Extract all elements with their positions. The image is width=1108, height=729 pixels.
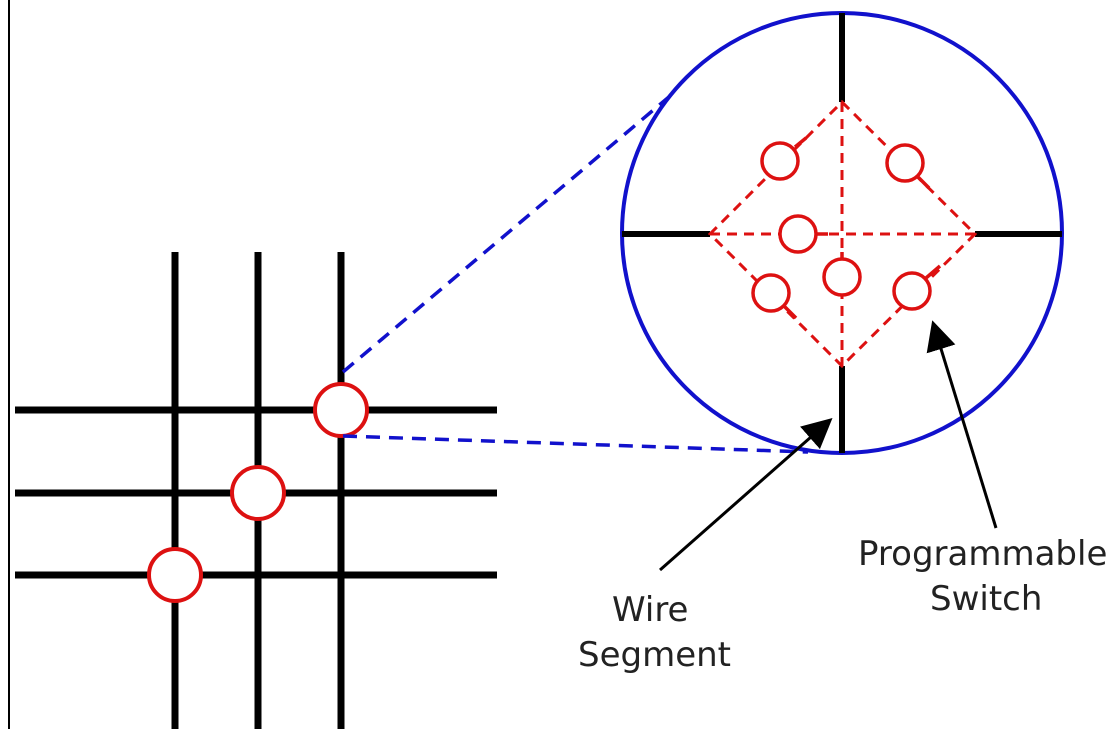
zoom-wire-stubs bbox=[622, 13, 1062, 453]
wire-segment-label-line2: Segment bbox=[578, 635, 731, 675]
grid-switch-blocks bbox=[147, 382, 369, 603]
switch-block-middle bbox=[230, 465, 286, 521]
zoom-line-upper bbox=[341, 83, 685, 374]
switch-lower-left bbox=[751, 273, 798, 320]
switch-upper-right bbox=[885, 143, 931, 190]
switch-connections bbox=[707, 99, 978, 369]
wire-segment-label-line1: Wire bbox=[612, 590, 688, 630]
switch-lower-right bbox=[892, 264, 942, 311]
programmable-switch-label-line1: Programmable bbox=[858, 534, 1107, 574]
zoom-line-lower bbox=[342, 434, 809, 454]
callout-arrows bbox=[659, 320, 998, 572]
zoom-projection-lines bbox=[341, 83, 809, 454]
programmable-switch-arrow bbox=[926, 320, 998, 529]
wire-segment-arrow bbox=[659, 418, 833, 572]
switch-block-bottom bbox=[147, 547, 203, 603]
switch-upper-left bbox=[760, 136, 808, 181]
programmable-switches bbox=[751, 136, 942, 320]
switch-block-top bbox=[313, 382, 369, 438]
switch-center-left bbox=[778, 214, 828, 254]
programmable-switch-label-line2: Switch bbox=[930, 579, 1042, 619]
switch-center bbox=[822, 252, 862, 297]
